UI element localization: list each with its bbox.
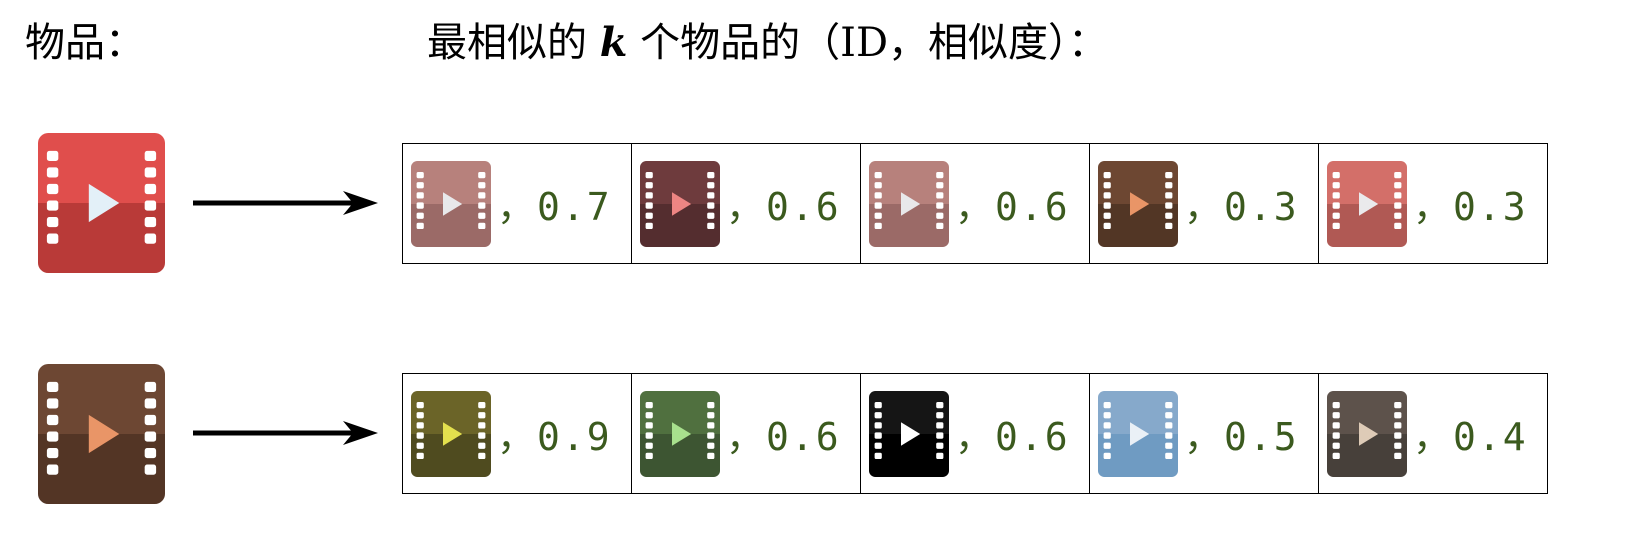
similarity-value: ，0.5: [1184, 415, 1299, 459]
video-icon: [38, 364, 165, 504]
source-item-2-video-icon: [38, 364, 165, 504]
separator: ，: [1184, 185, 1225, 229]
source-item-1-video-icon: [38, 133, 165, 273]
separator: ，: [726, 415, 767, 459]
similar-item-cell: ，0.6: [861, 374, 1090, 493]
similarity-value: ，0.3: [1413, 185, 1528, 229]
similar-items-row-2: ，0.9 ，0.6 ，0.6 ，0.5 ，0.4: [402, 373, 1548, 494]
similarity-value: ，0.9: [497, 415, 612, 459]
similar-item-cell: ，0.3: [1319, 144, 1547, 263]
play-icon: [88, 183, 120, 223]
play-icon: [672, 191, 692, 216]
similarity-value: ，0.6: [726, 415, 841, 459]
play-icon: [1130, 421, 1150, 446]
play-icon: [672, 421, 692, 446]
separator: ，: [1184, 415, 1225, 459]
similar-items-heading: 最相似的 k 个物品的（ID，相似度）：: [427, 10, 1108, 68]
similarity-value: ，0.6: [955, 185, 1070, 229]
similar-item-cell: ，0.6: [861, 144, 1090, 263]
similarity-value: ，0.4: [1413, 415, 1528, 459]
separator: ，: [1413, 415, 1454, 459]
video-icon: [869, 390, 949, 477]
separator: ，: [1413, 185, 1454, 229]
separator: ，: [726, 185, 767, 229]
heading-k: k: [599, 19, 628, 66]
separator: ，: [955, 415, 996, 459]
video-icon: [411, 160, 491, 247]
play-icon: [88, 414, 120, 454]
heading-suffix: 个物品的（ID，相似度）：: [627, 20, 1109, 66]
similarity-value: ，0.6: [726, 185, 841, 229]
play-icon: [901, 421, 921, 446]
video-icon: [1098, 390, 1178, 477]
similar-items-row-1: ，0.7 ，0.6 ，0.6 ，0.3 ，0.3: [402, 143, 1548, 264]
play-icon: [1130, 191, 1150, 216]
similar-item-cell: ，0.6: [632, 144, 861, 263]
separator: ，: [497, 185, 538, 229]
video-icon: [411, 390, 491, 477]
play-icon: [1359, 191, 1379, 216]
play-icon: [443, 191, 463, 216]
items-heading: 物品：: [25, 20, 145, 66]
play-icon: [901, 191, 921, 216]
similarity-value: ，0.7: [497, 185, 612, 229]
video-icon: [640, 390, 720, 477]
play-icon: [1359, 421, 1379, 446]
similarity-value: ，0.3: [1184, 185, 1299, 229]
similar-item-cell: ，0.9: [403, 374, 632, 493]
video-icon: [1327, 160, 1407, 247]
similar-item-cell: ，0.6: [632, 374, 861, 493]
video-icon: [640, 160, 720, 247]
play-icon: [443, 421, 463, 446]
video-icon: [869, 160, 949, 247]
similar-item-cell: ，0.7: [403, 144, 632, 263]
separator: ，: [955, 185, 996, 229]
arrow-icon: [193, 191, 378, 215]
video-icon: [1327, 390, 1407, 477]
separator: ，: [497, 415, 538, 459]
video-icon: [1098, 160, 1178, 247]
similar-item-cell: ，0.3: [1090, 144, 1319, 263]
similar-item-cell: ，0.4: [1319, 374, 1547, 493]
arrow-icon: [193, 421, 378, 445]
video-icon: [38, 133, 165, 273]
heading-prefix: 最相似的: [427, 20, 600, 66]
similar-item-cell: ，0.5: [1090, 374, 1319, 493]
similarity-value: ，0.6: [955, 415, 1070, 459]
